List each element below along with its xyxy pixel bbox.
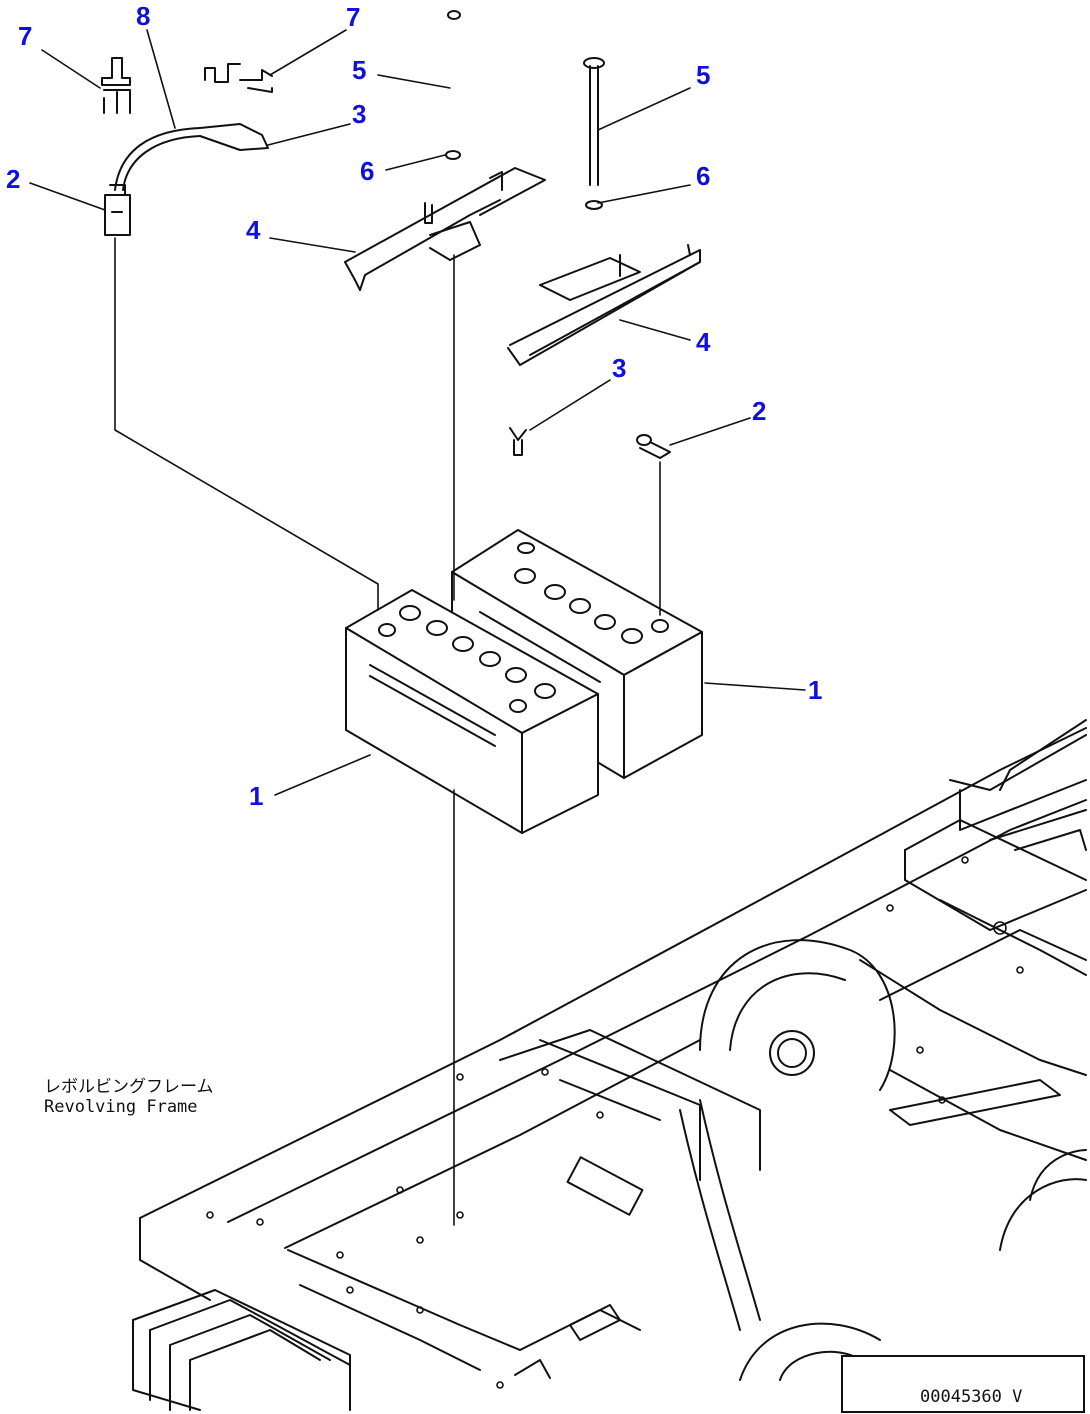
nut-upper: [447, 10, 461, 20]
callout-1-battery-rear: 1: [808, 675, 822, 705]
callout-8-cable: 8: [136, 1, 150, 31]
battery-cable: [104, 123, 269, 236]
callout-3-clamp-center: 3: [612, 353, 626, 383]
battery-front: [345, 589, 599, 834]
leader-lines: [29, 29, 806, 796]
frame-label-english: Revolving Frame: [44, 1097, 198, 1117]
terminal-cover-left: [101, 57, 131, 114]
callout-5-bolt: 5: [352, 55, 366, 85]
battery-hold-down-bracket-left: [344, 167, 546, 291]
callout-7-cable-cover: 7: [18, 21, 32, 51]
terminal-cover-top: [204, 63, 273, 93]
revolving-frame: [132, 719, 1087, 1411]
terminal-clamp-right: [636, 434, 671, 459]
drawing-code: 00045360 V: [920, 1387, 1022, 1407]
callout-7-terminal-cover: 7: [346, 2, 360, 32]
callout-6-nut-right: 6: [696, 161, 710, 191]
nut-left: [445, 150, 461, 160]
terminal-clamp-center: [509, 427, 527, 456]
callout-6-nut: 6: [360, 156, 374, 186]
battery-hold-down-bracket-right: [507, 244, 701, 366]
callout-4-bracket: 4: [246, 215, 261, 245]
frame-label-japanese: レボルビングフレーム: [44, 1077, 214, 1097]
callout-2-terminal: 2: [6, 164, 20, 194]
callout-4-bracket-right: 4: [696, 327, 711, 357]
nut-right: [585, 200, 603, 210]
assembly-guide-lines: [114, 237, 661, 1226]
frame-label: レボルビングフレーム Revolving Frame: [44, 1077, 214, 1117]
callout-2-terminal-right: 2: [752, 396, 766, 426]
callout-numbers: 7 8 7 5 3 2 6 4 5 6 4 3 2 1 1: [6, 1, 822, 811]
drawing-code-box: 00045360 V: [841, 1355, 1085, 1413]
callout-5-j-bolt: 5: [696, 60, 710, 90]
callout-1-battery-front: 1: [249, 781, 263, 811]
callout-3-clamp: 3: [352, 99, 366, 129]
long-j-bolt: [583, 57, 605, 186]
